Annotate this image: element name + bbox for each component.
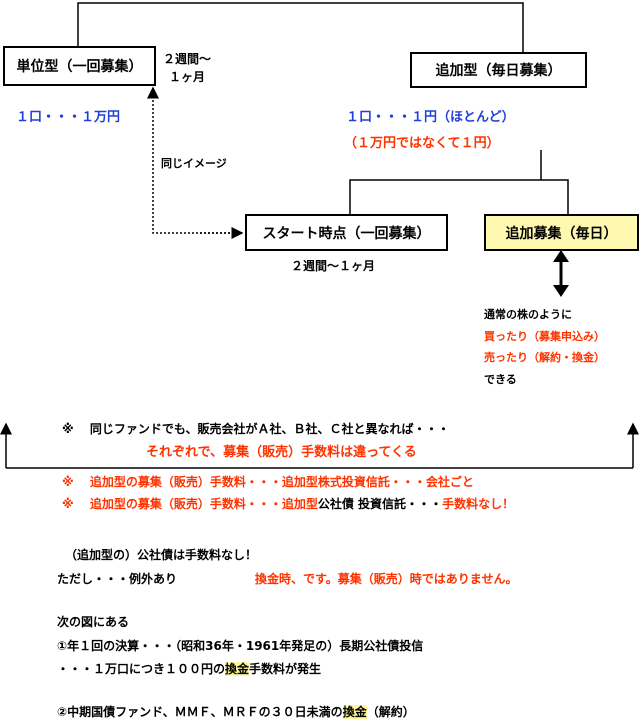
note-3-text-a: 追加型の募集（販売）手数料・・・追加型 (89, 497, 318, 511)
para-2: ただし・・・例外あり (57, 572, 178, 586)
item-1b: ・・・１万口につき１００円の換金手数料が発生 (57, 660, 321, 677)
unit-type-price: １口・・・１万円 (16, 110, 121, 125)
add-offer-box-label: 追加募集（毎日） (505, 225, 618, 242)
same-image-label: 同じイメージ (161, 157, 227, 170)
add-type-box-label: 追加型（毎日募集） (435, 63, 562, 79)
unit-type-period: ２週間～ １ヶ月 (163, 52, 212, 84)
add-type-box: 追加型（毎日募集） (410, 52, 587, 88)
start-box-label: スタート時点（一回募集） (262, 225, 431, 242)
trade-line-2: 買ったり（募集申込み） (484, 330, 605, 343)
add-offer-box: 追加募集（毎日） (484, 214, 639, 251)
unit-type-box-label: 単位型（一回募集） (16, 59, 143, 75)
item-2: ②中期国債ファンド、ＭＭＦ、ＭＲＦの３０日未満の換金（解約） (57, 703, 415, 720)
start-box: スタート時点（一回募集） (245, 214, 448, 251)
note-1b: それぞれで、募集（販売）手数料は違ってくる (146, 445, 417, 460)
note-3-text-c: 手数料なし！ (442, 497, 515, 511)
para-3: 次の図にある (57, 615, 130, 629)
item-2-highlight: 換金 (342, 705, 367, 719)
unit-type-box: 単位型（一回募集） (3, 46, 156, 86)
add-type-note: （１万円ではなくて１円） (344, 136, 500, 151)
item-2-post: （解約） (366, 705, 415, 719)
note-mark: ※ (62, 475, 74, 489)
start-period: ２週間～１ヶ月 (291, 259, 376, 273)
item-2-pre: ②中期国債ファンド、ＭＭＦ、ＭＲＦの３０日未満の (57, 705, 343, 719)
note-mark: ※ (62, 422, 74, 436)
note-mark: ※ (62, 497, 74, 511)
item-1b-post: 手数料が発生 (249, 662, 322, 676)
item-1b-highlight: 換金 (225, 662, 250, 676)
add-type-price: １口・・・１円（ほとんど） (346, 110, 515, 125)
note-1-text: 同じファンドでも、販売会社がＡ社、Ｂ社、Ｃ社と異なれば・・・ (89, 422, 450, 436)
note-3: ※ 追加型の募集（販売）手数料・・・追加型公社債 投資信託・・・手数料なし！ (62, 495, 514, 512)
note-2: ※ 追加型の募集（販売）手数料・・・追加型株式投資信託・・・会社ごと (62, 473, 474, 490)
item-1b-pre: ・・・１万口につき１００円の (57, 662, 226, 676)
item-1: ①年１回の決算・・・（昭和36年・1961年発足の）長期公社債投信 (57, 639, 424, 653)
note-2-text: 追加型の募集（販売）手数料・・・追加型株式投資信託・・・会社ごと (89, 475, 474, 489)
trade-line-4: できる (484, 373, 517, 386)
note-1: ※ 同じファンドでも、販売会社がＡ社、Ｂ社、Ｃ社と異なれば・・・ (62, 420, 450, 437)
trade-line-3: 売ったり（解約・換金） (484, 351, 605, 364)
para-1: （追加型の）公社債は手数料なし！ (65, 548, 258, 562)
note-3-text-b: 公社債 投資信託・・・ (317, 497, 443, 511)
trade-line-1: 通常の株のように (484, 308, 572, 321)
para-2-note: 換金時、です。募集（販売）時ではありません。 (255, 572, 518, 586)
